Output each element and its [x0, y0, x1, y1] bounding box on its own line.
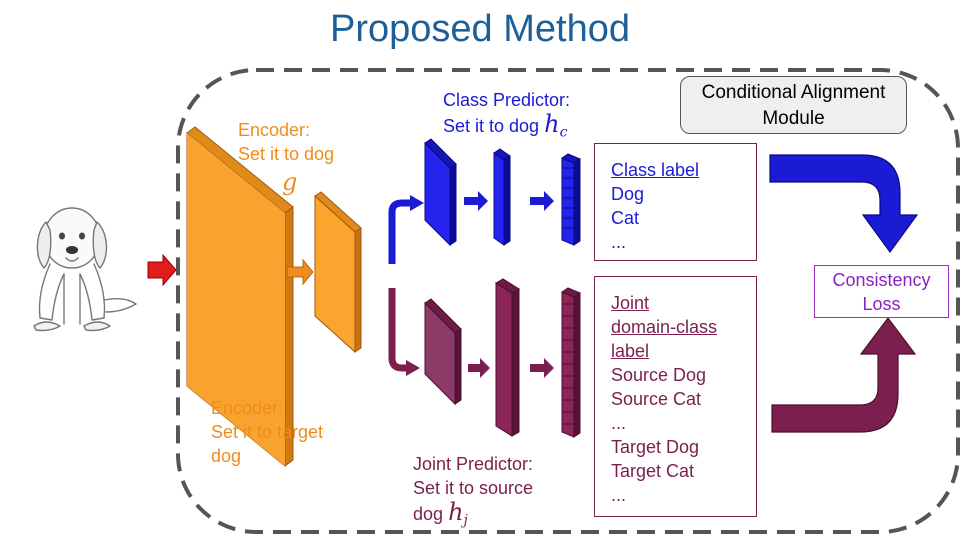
class-arrow-2: [530, 191, 554, 211]
class-to-loss-arrow: [769, 154, 919, 254]
joint-branch-arrow: [388, 288, 408, 372]
encoder-arrow: [286, 258, 314, 286]
encoder-bottom-label: Encoder: Set it to target dog: [211, 398, 324, 466]
class-layer-2: [493, 148, 511, 246]
encoder-top-label: Encoder: Set it to dog g: [238, 120, 335, 196]
consistency-loss-box: Consistency Loss: [814, 265, 949, 318]
list-item: Dog: [611, 184, 645, 204]
joint-label-header: label: [611, 341, 650, 361]
joint-layer-1: [424, 298, 462, 406]
class-label-header: Class label: [611, 160, 700, 180]
module-border: [176, 68, 960, 534]
encoder-symbol: g: [282, 168, 298, 196]
joint-predictor-label: Joint Predictor: Set it to source dog hj: [413, 454, 534, 529]
class-predictor-symbol: h: [544, 110, 560, 138]
joint-output-vector: [560, 287, 582, 438]
list-item: Cat: [611, 208, 640, 228]
page-title: Proposed Method: [330, 8, 630, 50]
joint-label-header: Joint: [611, 293, 650, 313]
list-item: Target Cat: [611, 461, 695, 481]
joint-predictor-symbol: h: [448, 498, 464, 526]
encoder-slab-small: [314, 191, 362, 354]
joint-to-loss-arrow: [771, 317, 917, 433]
encoder-slab-large: [186, 126, 294, 468]
class-branch-arrow: [388, 199, 412, 264]
class-layer-1: [424, 138, 457, 247]
list-item: ...: [611, 413, 627, 433]
puppy-sketch-icon: [33, 207, 137, 332]
list-item: Source Cat: [611, 389, 702, 409]
input-arrow: [147, 253, 177, 287]
class-output-vector: [560, 153, 582, 246]
class-predictor-label: Class Predictor: Set it to dog hc: [443, 90, 571, 141]
joint-arrow-2: [530, 358, 554, 378]
list-item: Target Dog: [611, 437, 700, 457]
joint-layer-2: [495, 278, 520, 437]
joint-arrow-1: [468, 358, 490, 378]
joint-label-box: Joint domain-class label Source Dog Sour…: [594, 276, 757, 517]
list-item: ...: [611, 232, 627, 252]
list-item: Source Dog: [611, 365, 707, 385]
class-arrow-1: [464, 191, 488, 211]
joint-label-header: domain-class: [611, 317, 718, 337]
conditional-alignment-module-label: Conditional Alignment Module: [680, 76, 907, 134]
list-item: ...: [611, 485, 627, 505]
class-label-box: Class label Dog Cat ...: [594, 143, 757, 261]
